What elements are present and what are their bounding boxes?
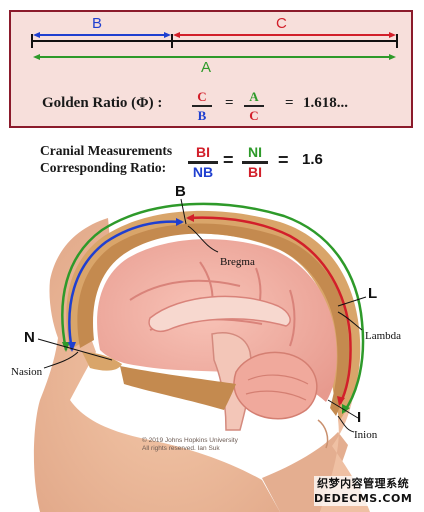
cranial-measurements-label: Cranial Measurements Corresponding Ratio… — [40, 142, 172, 176]
leader-l — [337, 296, 367, 307]
equals-sign: = — [278, 150, 289, 170]
fraction-denominator: BI — [248, 163, 262, 180]
segment-b-label: B — [92, 15, 103, 32]
fraction-numerator: BI — [196, 144, 210, 160]
fraction-denominator: NB — [192, 163, 214, 180]
fraction-denominator: B — [197, 108, 207, 123]
point-b-label: B — [175, 183, 186, 200]
measurement-arcs — [61, 202, 365, 414]
fraction-bar — [192, 105, 212, 107]
inion-label: Inion — [354, 429, 378, 441]
fraction-bar — [244, 105, 264, 107]
cranial-line-2: Corresponding Ratio: — [40, 160, 167, 175]
equals-sign: = — [223, 150, 234, 170]
golden-fraction-c-over-b: C B — [192, 89, 212, 123]
point-l-label: L — [368, 285, 378, 302]
fraction-numerator: NI — [248, 144, 262, 160]
cranial-fraction-bi-over-nb: BI NB — [188, 145, 218, 180]
leader-lambda — [337, 311, 363, 331]
fraction-numerator: C — [197, 89, 207, 104]
nasion-label: Nasion — [11, 366, 43, 378]
arc-na — [61, 202, 365, 413]
golden-fraction-a-over-c: A C — [244, 89, 264, 123]
golden-ratio-panel — [9, 10, 413, 128]
leader-b — [180, 198, 187, 225]
credit-line-2: All rights reserved. Ian Suk — [142, 445, 220, 452]
point-n-label: N — [24, 329, 35, 346]
copyright-credit: © 2019 Johns Hopkins University All righ… — [142, 437, 238, 453]
cranial-line-1: Cranial Measurements — [40, 143, 173, 158]
segment-c-label: C — [276, 15, 287, 32]
leader-nasion — [43, 351, 79, 369]
leader-n — [37, 338, 113, 361]
point-i-label: I — [357, 409, 362, 426]
arc-bi — [187, 216, 352, 405]
golden-ratio-label: Golden Ratio (Φ) : — [42, 95, 163, 111]
lambda-label: Lambda — [365, 330, 402, 342]
segment-a-label: A — [201, 59, 212, 76]
fraction-denominator: C — [249, 108, 259, 123]
equals-sign: = — [285, 95, 294, 111]
segment-lines — [31, 32, 398, 60]
golden-ratio-value: 1.618... — [303, 95, 348, 111]
head-illustration — [33, 210, 370, 512]
watermark: 织梦内容管理系统 DEDECMS.COM — [314, 476, 413, 506]
leader-inion — [337, 415, 355, 433]
cranial-fraction-ni-over-bi: NI BI — [242, 145, 268, 180]
fraction-bar — [242, 161, 268, 164]
fraction-numerator: A — [249, 89, 259, 104]
fraction-bar — [188, 161, 218, 164]
watermark-line-1: 织梦内容管理系统 — [317, 477, 410, 490]
leader-bregma — [187, 225, 219, 253]
bregma-label: Bregma — [220, 256, 255, 268]
equals-sign: = — [225, 95, 234, 111]
leader-lines — [37, 198, 367, 433]
arc-nb — [68, 220, 183, 351]
watermark-line-2: DEDECMS.COM — [314, 492, 413, 505]
cranial-ratio-value: 1.6 — [302, 151, 323, 168]
credit-line-1: © 2019 Johns Hopkins University — [142, 437, 238, 444]
leader-i — [327, 399, 359, 419]
